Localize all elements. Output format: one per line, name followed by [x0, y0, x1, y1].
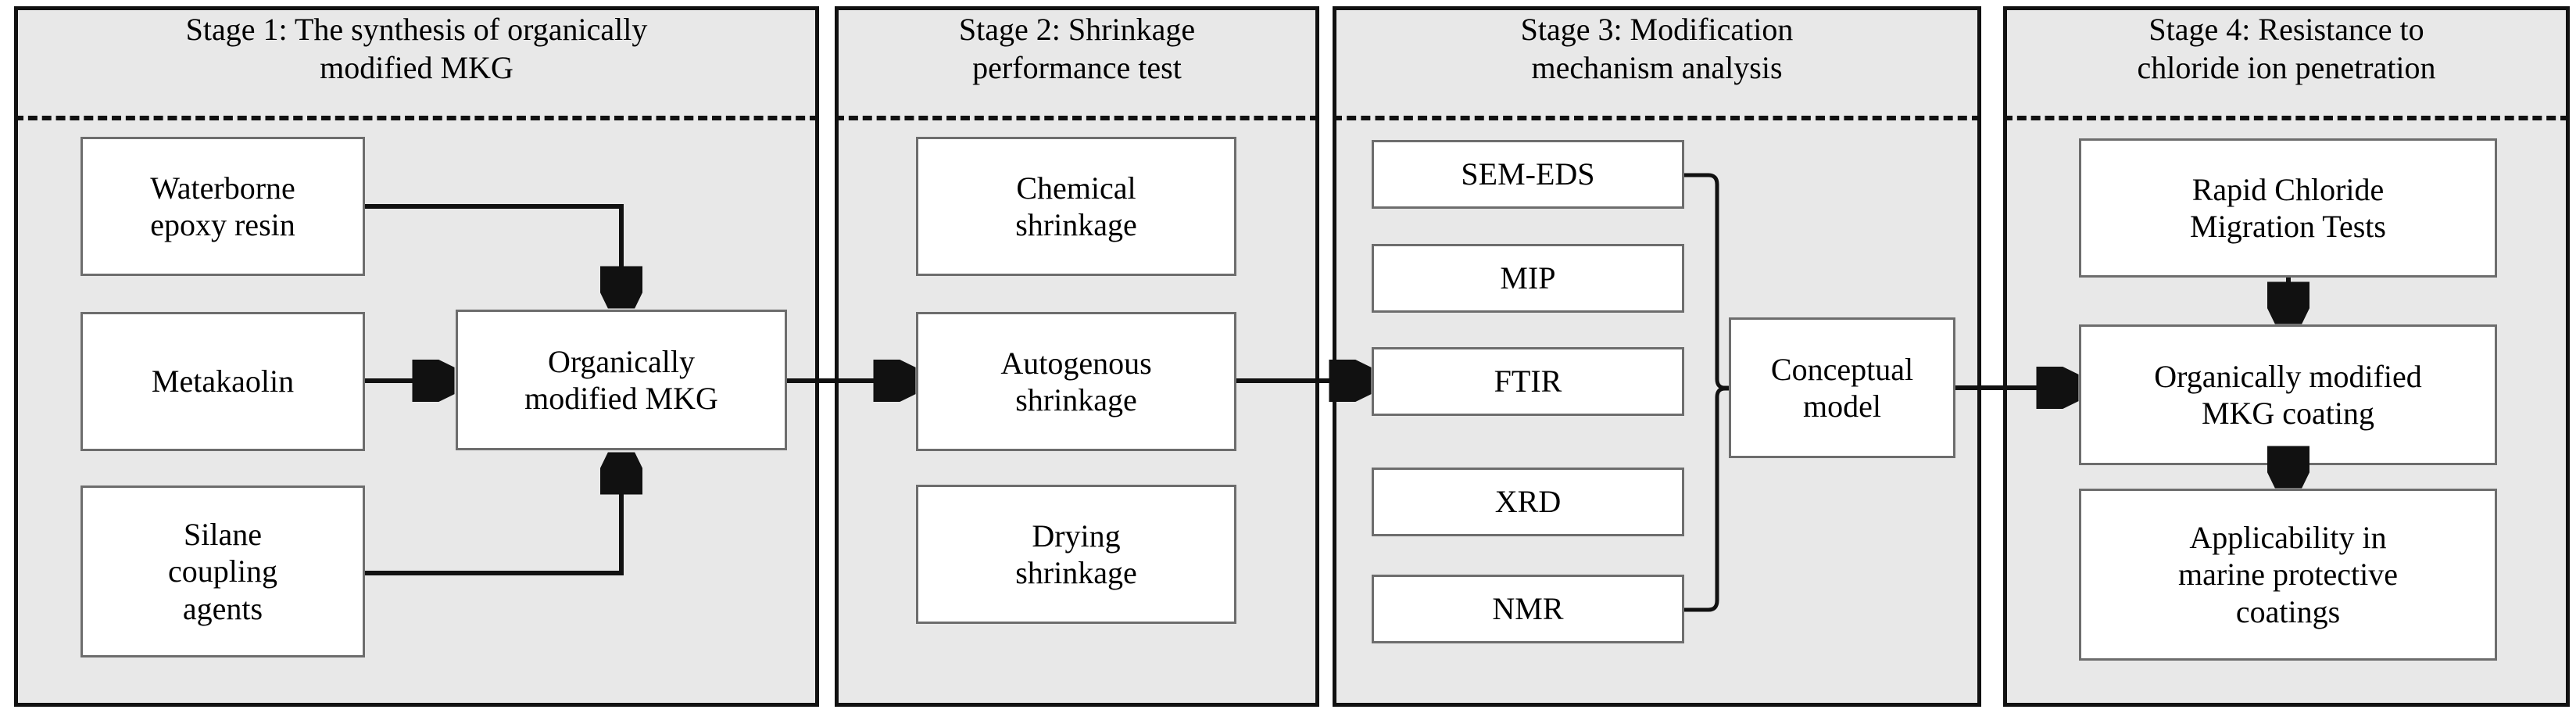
node-mip: MIP: [1372, 244, 1684, 313]
stage-1-divider: [14, 116, 819, 120]
node-conceptual-model: Conceptual model: [1729, 317, 1955, 458]
node-autogenous-shrinkage: Autogenous shrinkage: [916, 312, 1236, 451]
node-ftir: FTIR: [1372, 347, 1684, 416]
stage-2-divider: [835, 116, 1319, 120]
node-organically-modified-mkg-coating: Organically modified MKG coating: [2079, 324, 2497, 465]
node-rapid-chloride-migration-tests: Rapid Chloride Migration Tests: [2079, 138, 2497, 278]
node-organically-modified-mkg: Organically modified MKG: [456, 310, 787, 450]
node-chemical-shrinkage: Chemical shrinkage: [916, 137, 1236, 276]
stage-4-divider: [2003, 116, 2570, 120]
node-drying-shrinkage: Drying shrinkage: [916, 485, 1236, 624]
node-xrd: XRD: [1372, 468, 1684, 536]
node-silane-coupling-agents: Silane coupling agents: [80, 485, 365, 657]
node-nmr: NMR: [1372, 575, 1684, 643]
stage-3-divider: [1333, 116, 1981, 120]
node-waterborne-epoxy-resin: Waterborne epoxy resin: [80, 137, 365, 276]
node-applicability-marine-coatings: Applicability in marine protective coati…: [2079, 489, 2497, 661]
node-metakaolin: Metakaolin: [80, 312, 365, 451]
node-sem-eds: SEM-EDS: [1372, 140, 1684, 209]
